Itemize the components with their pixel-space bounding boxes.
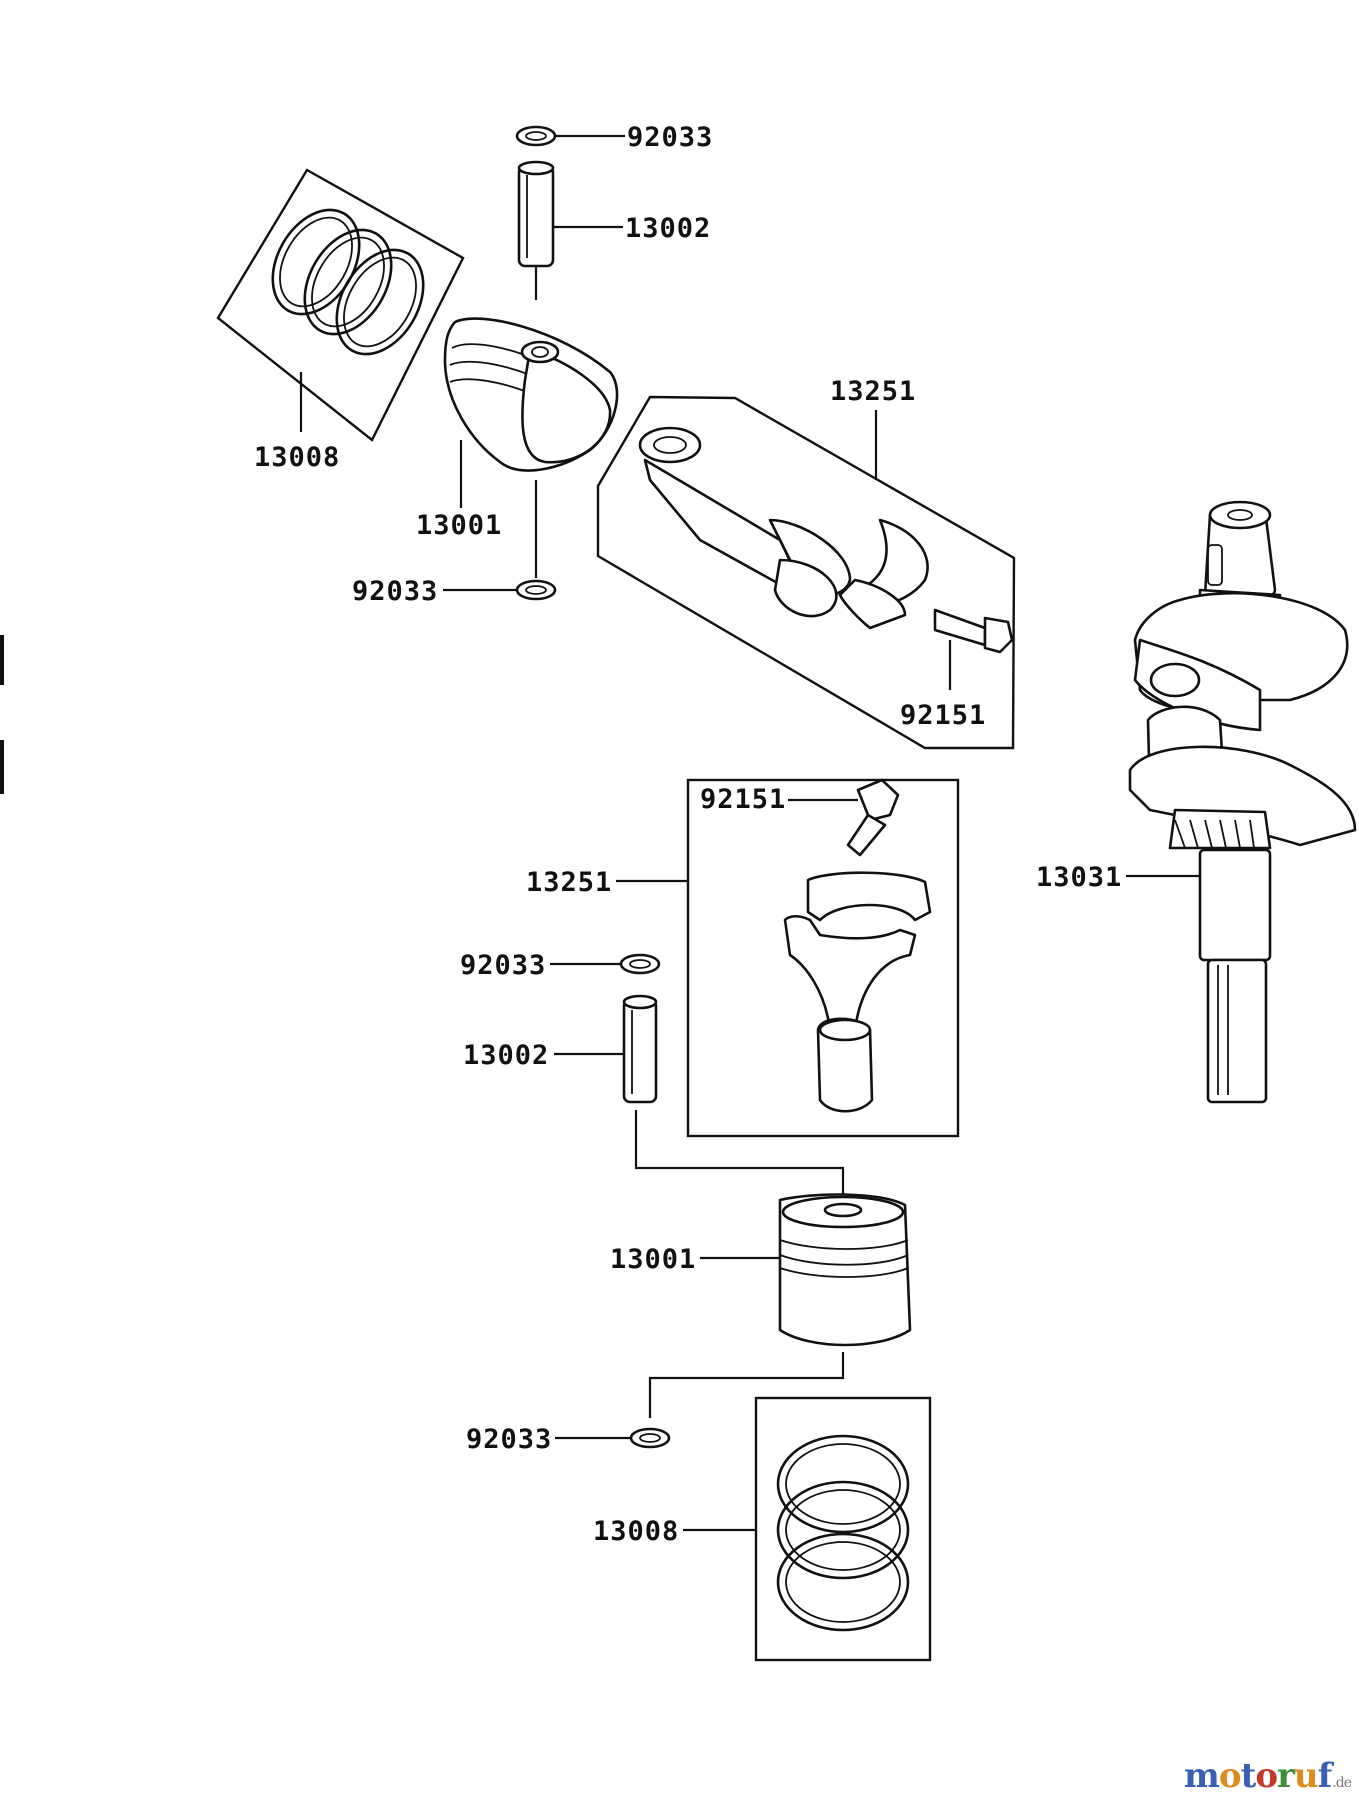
connecting-rod-top-box xyxy=(596,395,1016,750)
label-13251-bottom: 13251 xyxy=(526,867,612,898)
circlip-lower-b-part xyxy=(629,1427,671,1449)
watermark-letter: f xyxy=(1317,1756,1333,1796)
label-92033-top: 92033 xyxy=(627,122,713,153)
watermark-letter: m xyxy=(1183,1756,1220,1796)
label-13002-bottom: 13002 xyxy=(463,1040,549,1071)
watermark-letter: t xyxy=(1240,1756,1257,1796)
circlip-lower-a-part xyxy=(619,953,661,975)
label-92033-lower-a: 92033 xyxy=(460,950,546,981)
watermark-tld: .de xyxy=(1332,1775,1352,1791)
edge-mark-upper xyxy=(0,635,4,685)
motoruf-watermark-logo: motoruf.de xyxy=(1183,1756,1352,1796)
piston-pin-bottom-part xyxy=(622,994,658,1104)
label-13008-bottom: 13008 xyxy=(593,1516,679,1547)
watermark-letter: r xyxy=(1277,1756,1295,1796)
piston-rings-bottom-part xyxy=(776,1434,910,1632)
label-92033-lower-b: 92033 xyxy=(466,1424,552,1455)
piston-bottom-part xyxy=(778,1193,912,1347)
label-13001-bottom: 13001 xyxy=(610,1244,696,1275)
label-13001-top: 13001 xyxy=(416,510,502,541)
label-13008-top: 13008 xyxy=(254,442,340,473)
watermark-letter: o xyxy=(1255,1756,1278,1796)
label-13002-top: 13002 xyxy=(625,213,711,244)
circlip-mid-part xyxy=(515,579,557,601)
watermark-letter: o xyxy=(1218,1756,1242,1796)
piston-pin-top-part xyxy=(517,160,555,268)
watermark-wordmark: motoruf xyxy=(1183,1756,1333,1796)
crankshaft-part xyxy=(1128,500,1357,1104)
piston-top-part xyxy=(443,317,619,472)
circlip-top-part xyxy=(515,125,557,147)
label-92033-mid: 92033 xyxy=(352,576,438,607)
edge-mark-lower xyxy=(0,740,4,794)
watermark-letter: u xyxy=(1293,1756,1319,1796)
label-92151-top: 92151 xyxy=(900,700,986,731)
connecting-rod-top-part xyxy=(638,426,1014,654)
piston-rings-top-part xyxy=(271,208,425,356)
connecting-rod-bottom-part xyxy=(783,778,932,1113)
label-92151-bottom: 92151 xyxy=(700,784,786,815)
label-13251-top: 13251 xyxy=(830,376,916,407)
piston-rings-top-box xyxy=(216,168,465,442)
connecting-rod-bottom-box xyxy=(686,778,960,1138)
label-13031: 13031 xyxy=(1036,862,1122,893)
